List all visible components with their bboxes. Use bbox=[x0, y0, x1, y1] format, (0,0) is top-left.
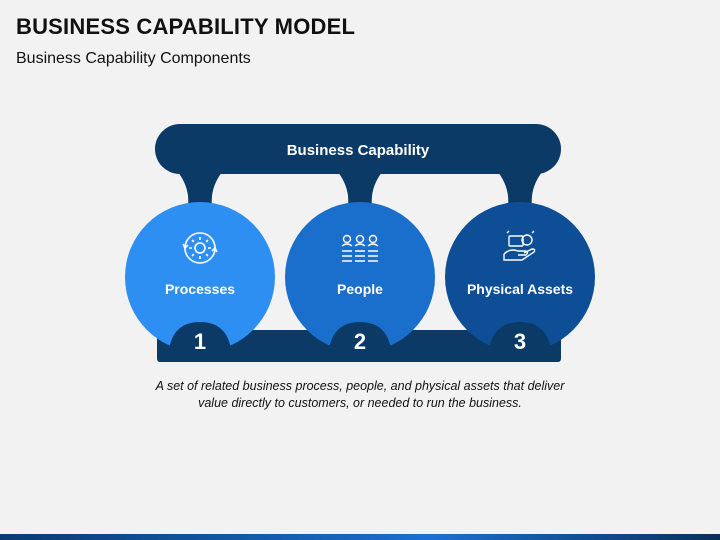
component-circle-physical-assets bbox=[445, 202, 595, 352]
component-circle-processes bbox=[125, 202, 275, 352]
connector-1 bbox=[178, 172, 222, 206]
component-number-1: 1 bbox=[194, 329, 206, 354]
slide-subtitle: Business Capability Components bbox=[16, 50, 251, 67]
component-label-1: Processes bbox=[165, 281, 235, 297]
component-label-3: Physical Assets bbox=[467, 281, 573, 297]
hand-money-icon bbox=[503, 230, 536, 261]
connector-2 bbox=[338, 172, 382, 206]
description-caption: A set of related business process, peopl… bbox=[155, 379, 565, 411]
component-number-2: 2 bbox=[354, 329, 366, 354]
footer-bar bbox=[0, 534, 720, 540]
connector-3 bbox=[498, 172, 542, 206]
slide-title: BUSINESS CAPABILITY MODEL bbox=[16, 14, 356, 39]
component-label-2: People bbox=[337, 281, 383, 297]
component-circle-people bbox=[285, 202, 435, 352]
component-number-3: 3 bbox=[514, 329, 526, 354]
people-group-icon bbox=[341, 234, 379, 262]
header-label: Business Capability bbox=[287, 142, 430, 159]
number-tab-3 bbox=[488, 322, 552, 362]
number-tab-1 bbox=[168, 322, 232, 362]
number-tab-2 bbox=[328, 322, 392, 362]
header-bar bbox=[155, 124, 561, 174]
gear-cycle-icon bbox=[182, 232, 218, 264]
